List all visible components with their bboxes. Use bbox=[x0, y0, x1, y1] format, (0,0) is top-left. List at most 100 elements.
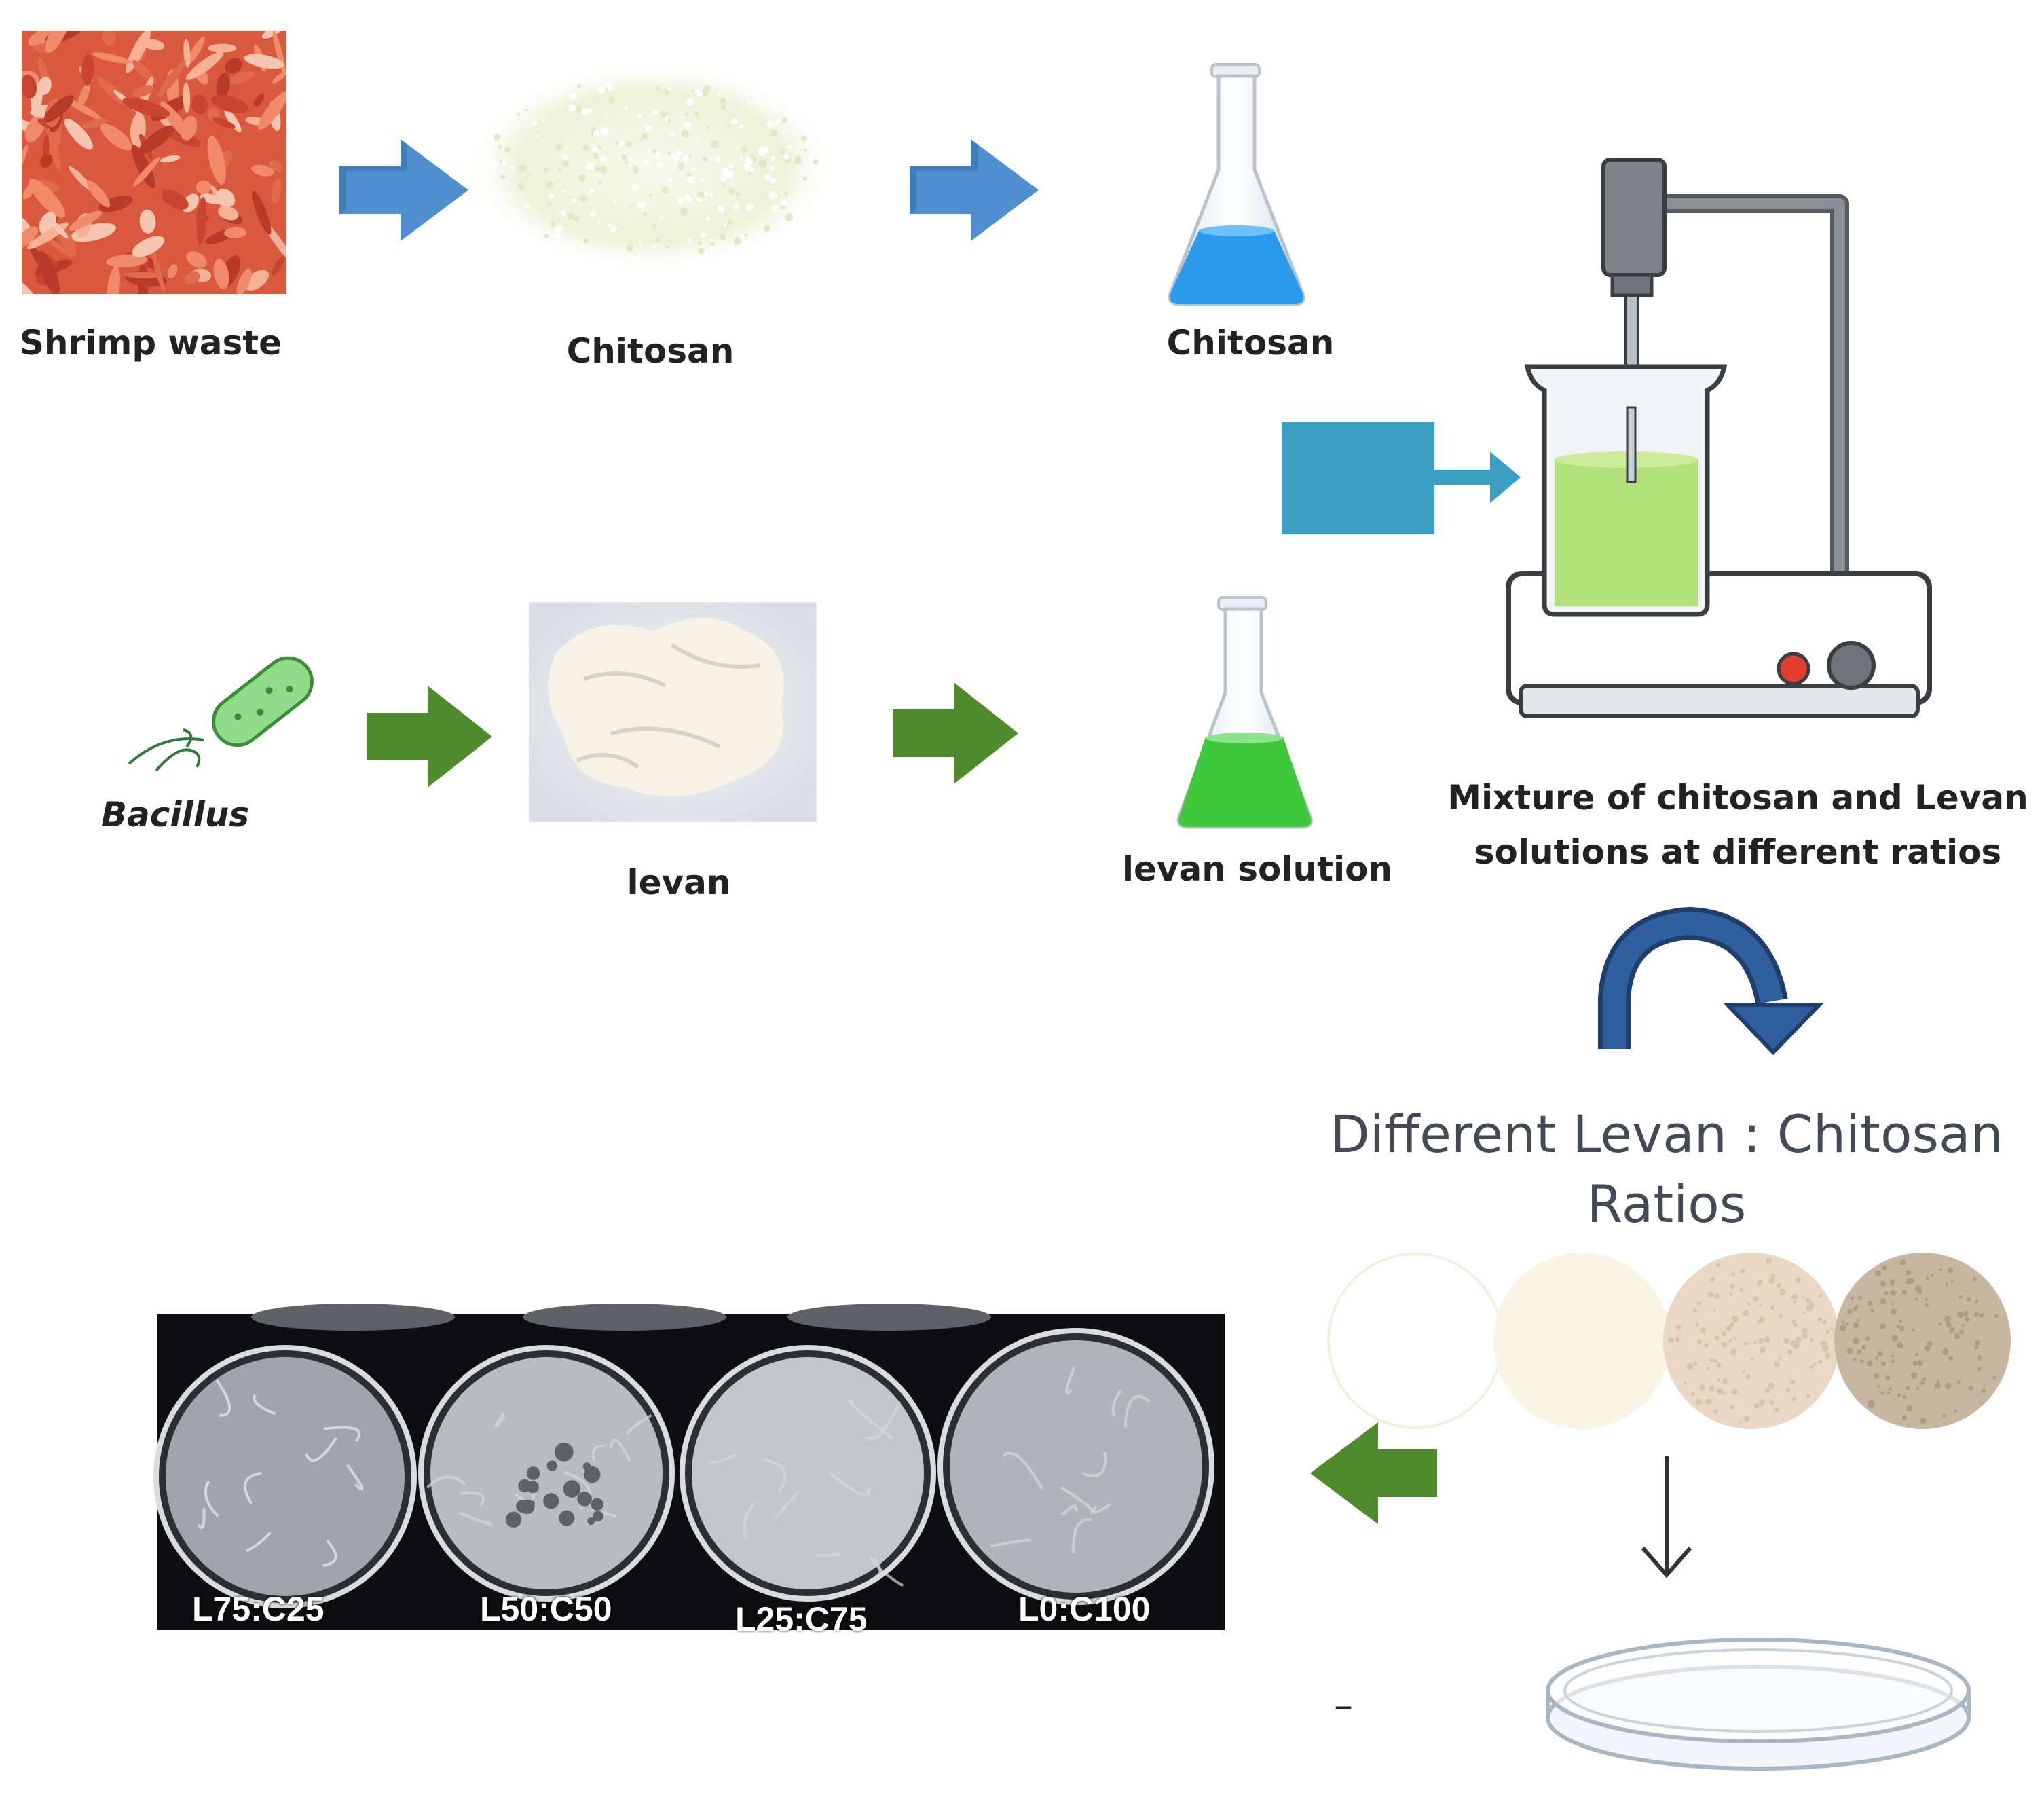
film-spot bbox=[526, 1466, 540, 1480]
disc-speckle bbox=[1963, 1310, 1969, 1317]
powder-grain bbox=[741, 146, 747, 153]
powder-grain bbox=[607, 223, 612, 227]
powder-grain bbox=[660, 111, 667, 118]
film-wrinkle bbox=[1060, 1486, 1094, 1515]
shrimp-fragment bbox=[224, 227, 247, 238]
powder-grain bbox=[568, 104, 576, 112]
disc-speckle bbox=[1899, 1325, 1905, 1331]
powder-grain bbox=[550, 221, 555, 227]
disc-speckle bbox=[1795, 1277, 1801, 1284]
disc-speckle bbox=[1994, 1314, 1999, 1318]
film-wrinkle bbox=[762, 1458, 787, 1493]
disc-speckle bbox=[1898, 1319, 1903, 1324]
disc-speckle bbox=[1817, 1317, 1822, 1322]
chitosan-powder-label: Chitosan bbox=[566, 331, 735, 371]
powder-grain bbox=[697, 241, 702, 246]
powder-grain bbox=[624, 160, 628, 165]
disc-speckle bbox=[1874, 1356, 1879, 1361]
disc-speckle bbox=[1824, 1352, 1831, 1359]
disc-speckle bbox=[1825, 1329, 1830, 1334]
powder-grain bbox=[770, 177, 777, 184]
disc-speckle bbox=[1697, 1301, 1701, 1306]
powder-grain bbox=[703, 85, 711, 92]
powder-grain bbox=[802, 176, 807, 181]
powder-grain bbox=[709, 193, 713, 197]
powder-grain bbox=[745, 203, 754, 211]
green-arrow-1 bbox=[367, 686, 492, 788]
film-wrinkle bbox=[322, 1539, 337, 1568]
disc-speckle bbox=[1830, 1327, 1834, 1331]
powder-grain bbox=[483, 162, 488, 166]
film-wrinkle bbox=[1002, 1452, 1043, 1490]
film-wrinkle bbox=[1061, 1504, 1078, 1516]
powder-grain bbox=[597, 180, 602, 185]
shrimp-fragment bbox=[102, 31, 116, 46]
powder-grain bbox=[769, 191, 777, 200]
powder-grain bbox=[651, 149, 657, 155]
disc-speckle bbox=[1891, 1359, 1895, 1363]
film-wrinkle bbox=[426, 1475, 466, 1489]
powder-grain bbox=[555, 232, 562, 240]
powder-grain bbox=[758, 159, 766, 168]
disc-speckle bbox=[1819, 1294, 1823, 1298]
disc-speckle bbox=[1961, 1323, 1965, 1327]
chitosan-powder-image bbox=[462, 58, 842, 275]
powder-grain bbox=[672, 153, 677, 159]
film-wrinkle bbox=[990, 1538, 1031, 1548]
powder-grain bbox=[735, 192, 739, 196]
powder-grain bbox=[500, 174, 506, 179]
levan-label: levan bbox=[627, 863, 731, 902]
disc-speckle bbox=[1770, 1304, 1775, 1310]
powder-grain bbox=[785, 213, 793, 221]
powder-grain bbox=[637, 253, 642, 257]
disc-speckle bbox=[1897, 1393, 1901, 1397]
shrimp-fragment bbox=[132, 60, 157, 84]
disc-speckle bbox=[1813, 1363, 1817, 1367]
shrimp-fragment bbox=[225, 58, 242, 74]
shrimp-fragment bbox=[160, 155, 181, 163]
shrimp-fragment bbox=[39, 153, 53, 168]
powder-grain bbox=[677, 197, 685, 204]
disc-speckle bbox=[1870, 1308, 1874, 1312]
disc-speckle bbox=[1778, 1314, 1783, 1318]
film-wrinkle bbox=[1123, 1394, 1151, 1428]
disc-speckle bbox=[1979, 1313, 1984, 1318]
powder-grain bbox=[501, 161, 506, 166]
film-wrinkle bbox=[709, 1453, 737, 1464]
disc-speckle bbox=[1713, 1409, 1718, 1414]
shrimp-fragment bbox=[251, 164, 274, 177]
disc-speckle bbox=[1977, 1355, 1982, 1361]
disc-speckle bbox=[1856, 1349, 1862, 1354]
powder-grain bbox=[525, 108, 529, 112]
disc-speckle bbox=[1902, 1394, 1907, 1399]
disc-speckle bbox=[1785, 1387, 1791, 1392]
disc-speckle bbox=[1708, 1386, 1715, 1392]
disc-speckle bbox=[1922, 1377, 1927, 1382]
powder-grain bbox=[677, 162, 685, 170]
powder-grain bbox=[717, 92, 720, 96]
powder-grain bbox=[781, 199, 788, 206]
disc-speckle bbox=[1806, 1394, 1810, 1398]
disc-speckle bbox=[1758, 1337, 1764, 1344]
disc-speckle bbox=[1723, 1392, 1726, 1396]
powder-grain bbox=[720, 86, 724, 90]
powder-grain bbox=[722, 168, 728, 174]
disc-speckle bbox=[1876, 1384, 1880, 1388]
disc-speckle bbox=[1731, 1272, 1736, 1277]
powder-grain bbox=[757, 100, 764, 107]
disc-speckle bbox=[1880, 1391, 1884, 1395]
film-wrinkle bbox=[1111, 1390, 1122, 1418]
film-spot bbox=[518, 1479, 532, 1493]
powder-grain bbox=[561, 189, 565, 193]
disc-speckle bbox=[1709, 1276, 1715, 1282]
disc-speckle bbox=[1920, 1381, 1925, 1386]
powder-grain bbox=[578, 174, 586, 181]
film-spot bbox=[582, 1462, 591, 1471]
disc-speckle bbox=[1700, 1327, 1707, 1333]
disc-speckle bbox=[1860, 1359, 1864, 1363]
disc-speckle bbox=[1778, 1356, 1782, 1361]
disc-speckle bbox=[1867, 1301, 1872, 1306]
disc-speckle bbox=[1899, 1259, 1906, 1266]
shrimp-fragment bbox=[271, 178, 282, 204]
petri-dish-icon bbox=[1546, 1638, 1971, 1771]
